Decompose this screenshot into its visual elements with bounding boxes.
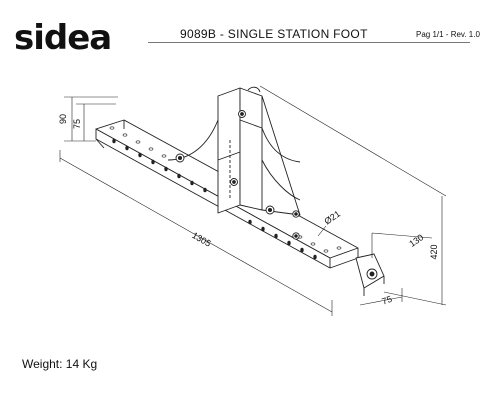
- dim-420-label: 420: [429, 244, 439, 259]
- dim-75-bottom-label: 75: [381, 294, 394, 307]
- document-title: 9089B - SINGLE STATION FOOT: [180, 27, 368, 41]
- dim-90-label: 90: [58, 114, 68, 124]
- weight-label: Weight: 14 Kg: [22, 357, 98, 371]
- support-gussets: [167, 86, 301, 201]
- beam-holes: [109, 126, 342, 260]
- dim-diameter-21-label: Ø21: [322, 209, 342, 227]
- header-divider: [148, 42, 470, 43]
- dim-75-label: 75: [72, 119, 82, 129]
- page-revision-info: Pag 1/1 - Rev. 1.0: [416, 30, 480, 39]
- bolts: [175, 110, 300, 240]
- sidea-logo: sidea: [14, 18, 112, 58]
- dim-1305-label: 1305: [190, 230, 212, 249]
- dim-130-label: 130: [407, 232, 425, 249]
- end-foot-bracket: [355, 253, 385, 296]
- dimension-lines: [59, 85, 447, 316]
- upright-plate: [217, 87, 301, 216]
